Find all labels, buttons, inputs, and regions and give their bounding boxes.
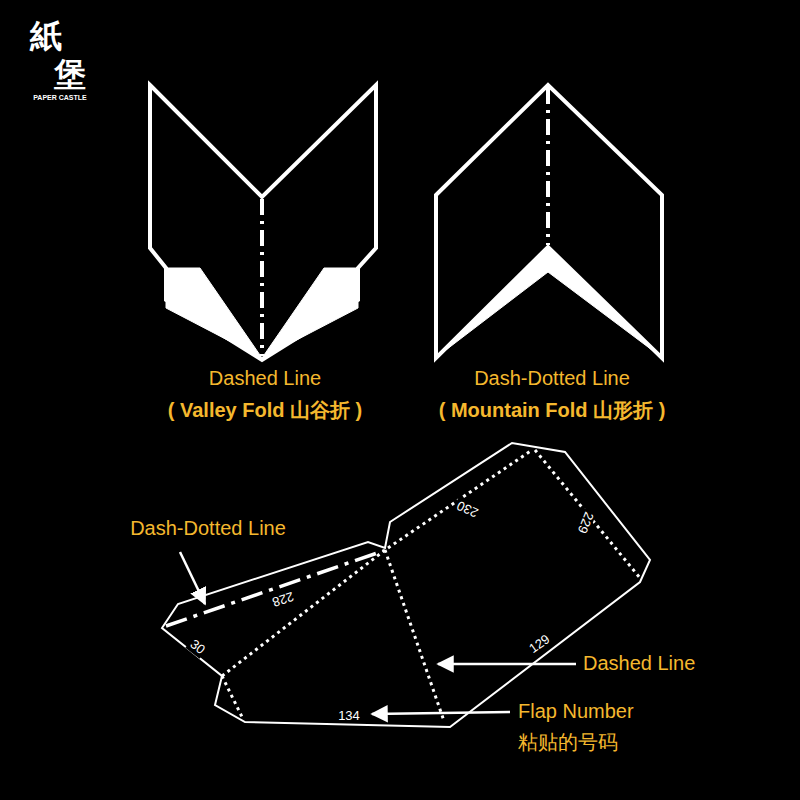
flap-number: 229 — [573, 507, 596, 536]
legend-caption: ( Mountain Fold 山形折 ) — [439, 399, 666, 422]
legend-caption: Dash-Dotted Line — [474, 367, 630, 390]
flap-number: 230 — [453, 496, 483, 520]
callout-label: Dash-Dotted Line — [130, 517, 286, 540]
part-pattern — [162, 443, 650, 727]
legend-caption: Dashed Line — [209, 367, 321, 390]
logo-mark — [26, 14, 94, 106]
logo-wordmark: PAPER CASTLE — [33, 94, 87, 102]
callout-label: 粘贴的号码 — [518, 731, 618, 754]
flap-number: 129 — [525, 631, 555, 658]
mountain-fold-figure — [436, 85, 662, 358]
flap-number: 30 — [185, 635, 209, 658]
flap-number: 134 — [336, 709, 362, 724]
callout-label: Flap Number — [518, 700, 634, 723]
leader-arrows — [180, 552, 576, 714]
logo-glyph: 紙 — [30, 18, 62, 55]
callout-label: Dashed Line — [583, 652, 695, 675]
valley-fold-figure — [150, 85, 376, 360]
logo-glyph: 堡 — [54, 56, 86, 93]
legend-caption: ( Valley Fold 山谷折 ) — [168, 399, 362, 422]
